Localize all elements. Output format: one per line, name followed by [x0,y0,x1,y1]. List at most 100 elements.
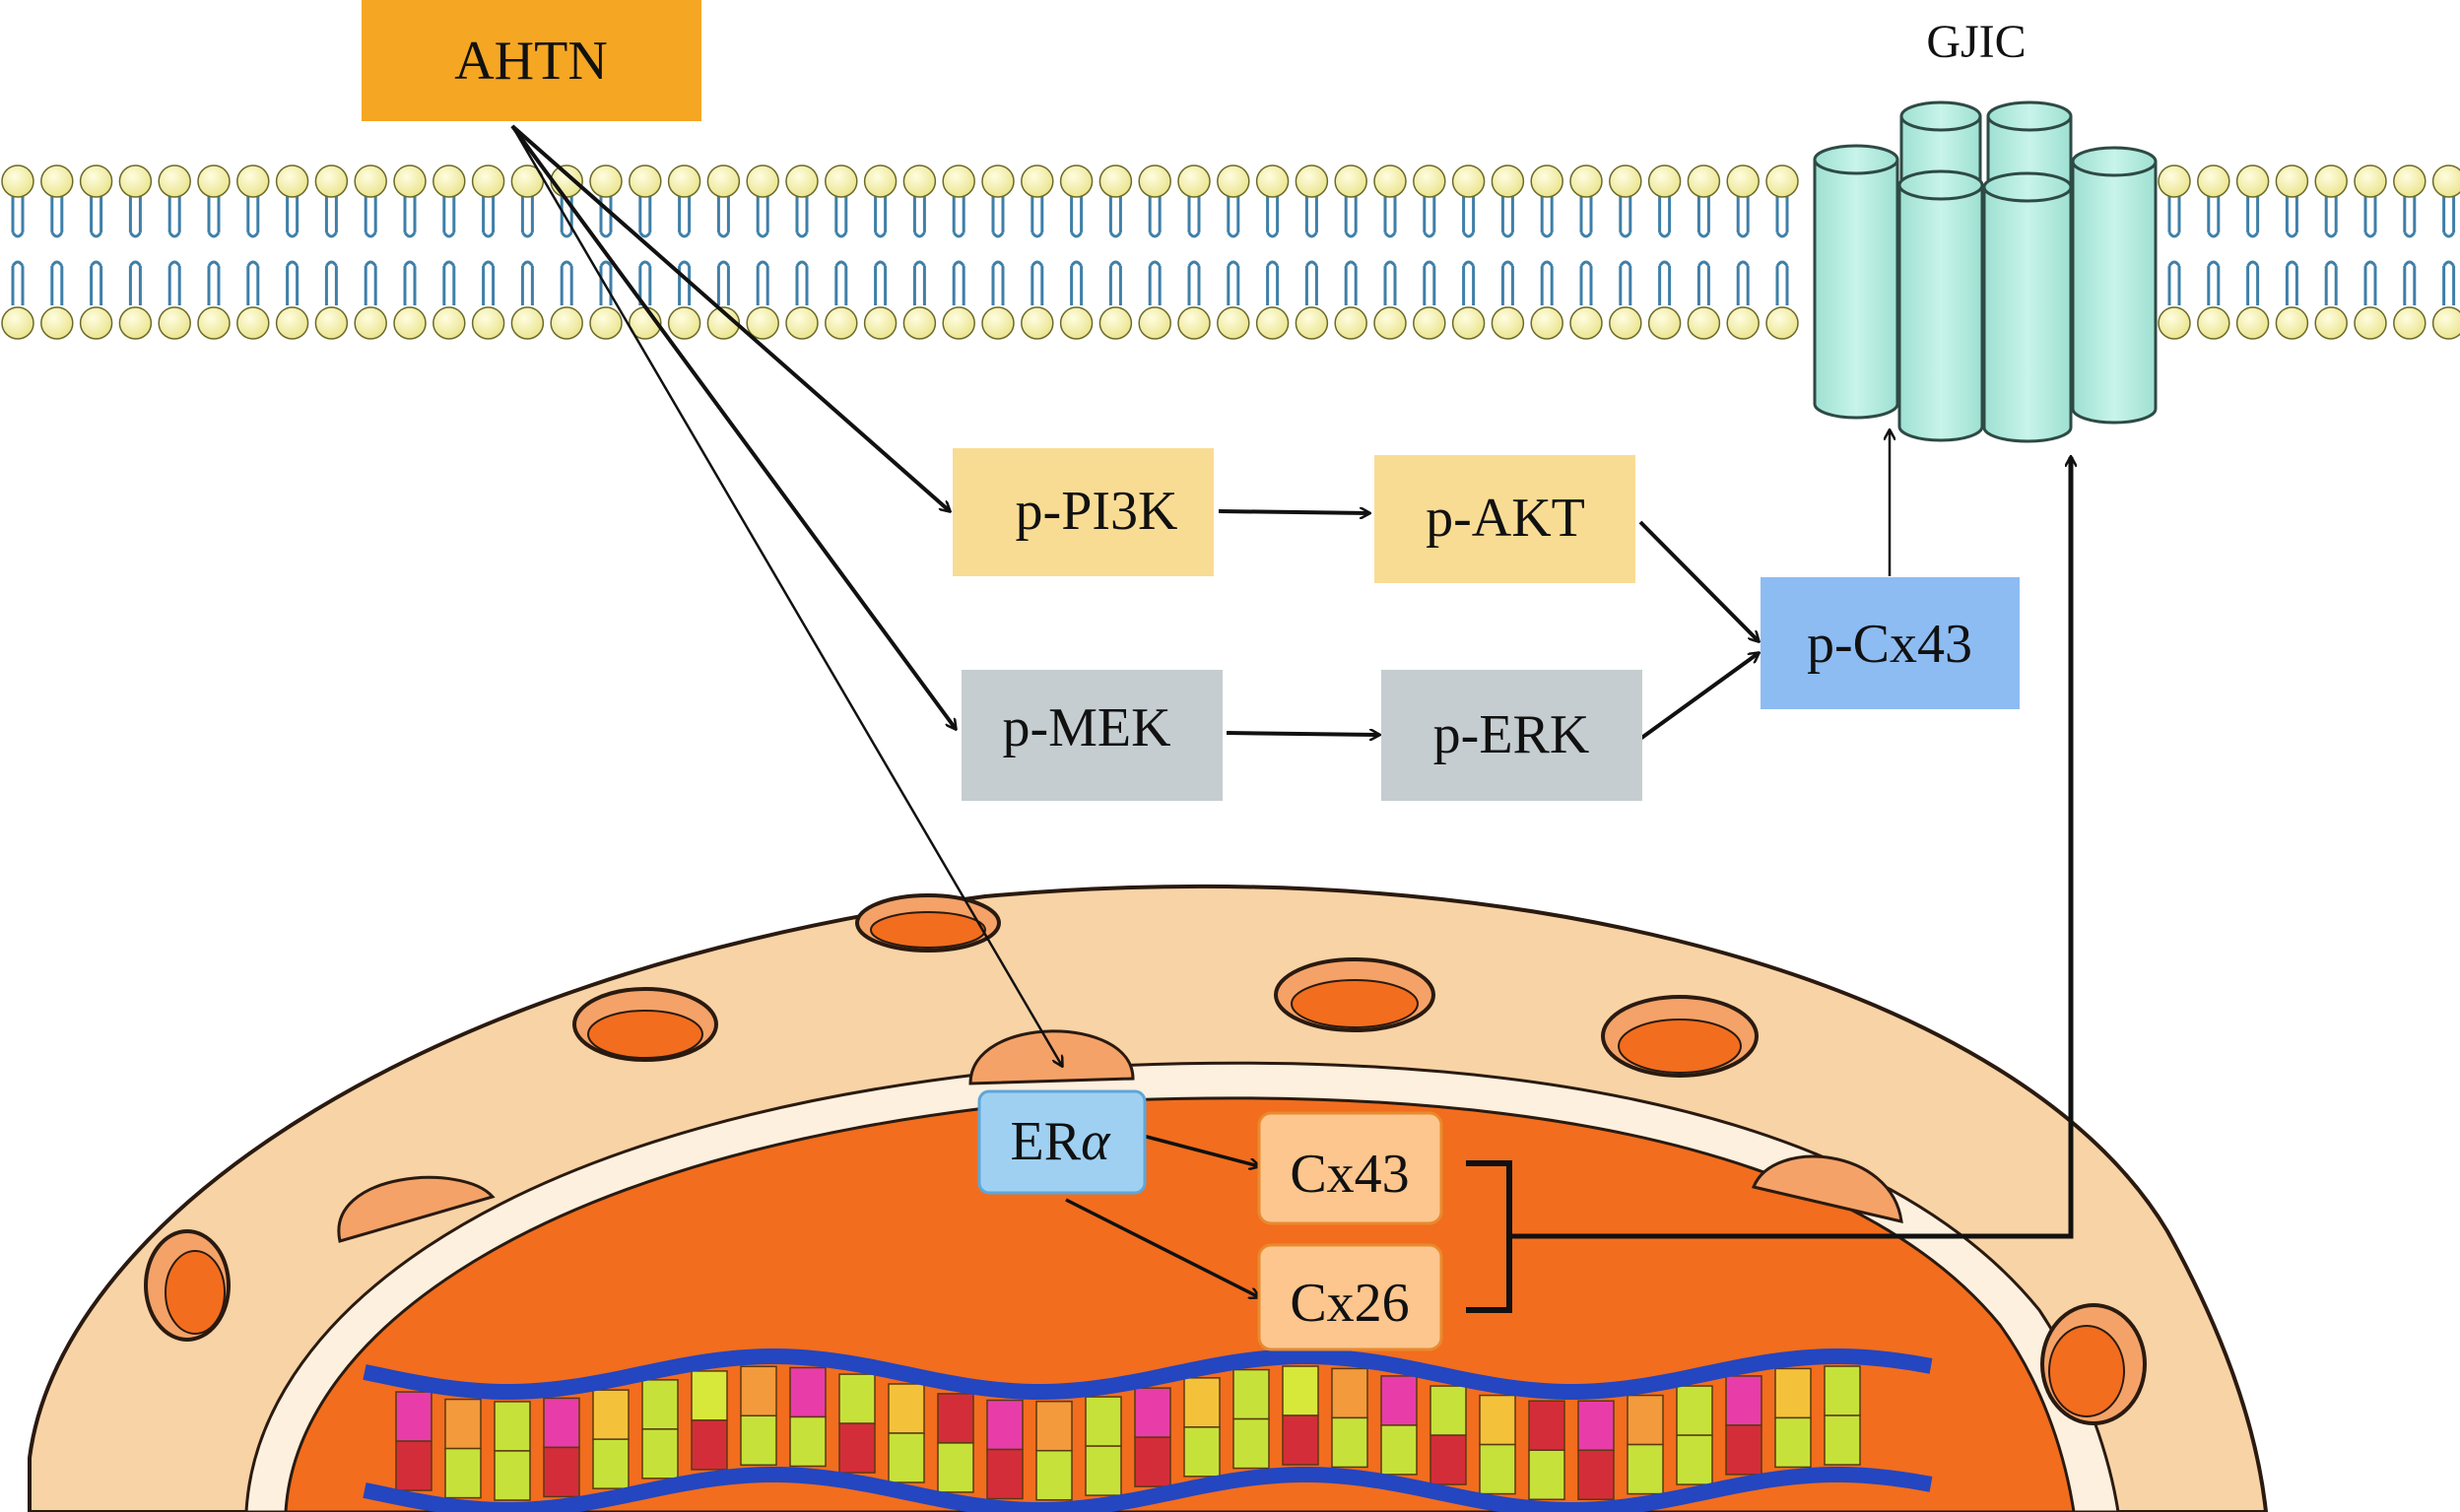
lipid-tail [1148,260,1162,305]
lipid-head [79,306,113,340]
lipid-tail [716,260,730,305]
lipid-head [393,164,427,198]
lipid-head [2393,164,2427,198]
dna-base [740,1365,777,1417]
lipid-head [1138,164,1171,198]
lipid-head [275,164,309,198]
lipid-head [825,306,858,340]
lipid-head [1569,164,1603,198]
dna-base [1085,1396,1122,1447]
lipid-head [746,164,779,198]
node-cx43: Cx43 [1257,1111,1443,1225]
lipid-head [1726,306,1760,340]
dna-base [888,1383,925,1434]
lipid-head [2235,306,2270,340]
lipid-tail [50,193,64,238]
lipid-head [746,306,779,340]
node-pcx43-box [1761,577,2020,709]
arrow-era-to-cx43 [1142,1134,1259,1166]
lipid-tail [1070,260,1084,305]
dna-base [444,1447,482,1499]
lipid-head [2393,306,2427,340]
lipid-tail [1070,193,1084,238]
lipid-tail [2167,193,2181,238]
dna-base [1528,1449,1565,1500]
lipid-tail [874,193,888,238]
dna-base [937,1393,974,1444]
lipid-tail [403,193,417,238]
lipid-head [1059,164,1094,198]
lipid-tail [90,193,103,238]
dna-base [789,1415,827,1468]
lipid-head [197,306,231,340]
lipid-head [785,306,819,340]
node-cx43-label: Cx43 [1290,1144,1409,1205]
node-pakt: p-AKT [1374,455,1635,583]
dna-base [1774,1416,1812,1469]
lipid-tail [1696,193,1710,238]
dna-base [1232,1368,1270,1420]
lipid-tail [1304,260,1318,305]
lipid-tail [1423,193,1436,238]
lipid-tail [1031,260,1044,305]
lipid-head [1530,164,1563,198]
lipid-head [1609,164,1642,198]
lipid-head [40,164,74,198]
lipid-head [1255,306,1290,340]
lipid-head [1021,306,1054,340]
node-cx26-label: Cx26 [1290,1273,1409,1334]
lipid-head [79,164,113,198]
arrow-ahtn-to-ppi3k [510,124,950,511]
dna-base [1528,1400,1565,1451]
lipid-head [1647,164,1682,198]
dna-double-helix [363,1348,1933,1512]
lipid-tail [1266,260,1280,305]
arrow-ahtn-to-pmek [510,124,956,729]
lipid-tail [1658,260,1672,305]
dna-base [1232,1417,1270,1470]
lipid-head [2431,306,2460,340]
dna-base [1134,1387,1171,1438]
connexon-cylinder [1982,171,2073,443]
lipid-head [432,306,466,340]
node-cx43-box [1257,1111,1443,1225]
lipid-tail [1304,193,1318,238]
lipid-tail [442,193,456,238]
lipid-head [236,164,270,198]
lipid-tail [716,193,730,238]
lipid-tail [678,260,692,305]
lipid-head [1647,306,1682,340]
dna-base [986,1448,1024,1500]
dna-base [1183,1377,1221,1428]
lipid-tail [2167,260,2181,305]
dna-base [1429,1385,1467,1436]
node-ahtn-box [362,0,701,121]
lipid-head [1373,306,1407,340]
lipid-tail [167,193,181,238]
lipid-head [1177,164,1211,198]
lipid-head [118,164,153,198]
lipid-tail [912,193,926,238]
lipid-tail [482,260,496,305]
lipid-tail [912,260,926,305]
lipid-head [942,306,975,340]
dna-base [1824,1414,1861,1466]
lipid-head [863,306,898,340]
lipid-tail [324,193,338,238]
lipid-tail [2403,260,2417,305]
node-era-label-text: ER [1011,1111,1082,1172]
lipid-head [1609,306,1642,340]
lipid-head [354,164,387,198]
lipid-tail [991,260,1005,305]
dna-base [1035,1449,1073,1501]
lipid-head [275,306,309,340]
arrow-pmek-to-perk [1226,733,1379,735]
lipid-tail [952,193,965,238]
lipid-head [706,306,741,340]
arrow-era-to-cx26 [1065,1198,1259,1297]
lipid-tail [1344,260,1358,305]
node-ahtn-label: AHTN [454,31,608,92]
lipid-head [1138,306,1171,340]
lipid-tail [520,193,534,238]
lipid-tail [1227,193,1240,238]
